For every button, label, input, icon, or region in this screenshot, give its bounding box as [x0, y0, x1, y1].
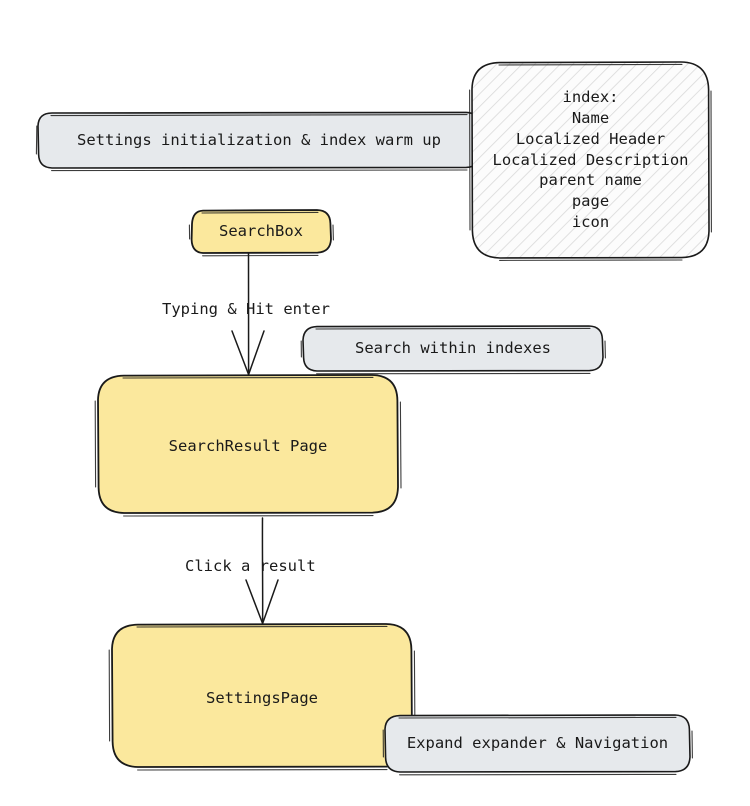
- node-settings-page[interactable]: SettingsPage: [108, 623, 416, 772]
- note-label: Search within indexes: [355, 339, 551, 358]
- node-label: SettingsPage: [206, 688, 318, 707]
- note-search-within-indexes: Search within indexes: [300, 325, 606, 375]
- edge-label-click-a-result: Click a result: [185, 557, 316, 575]
- note-settings-initialization: Settings initialization & index warm up: [35, 111, 483, 172]
- note-expand-expander-navigation: Expand expander & Navigation: [382, 714, 693, 776]
- note-index-label: index: Name Localized Header Localized D…: [492, 87, 689, 232]
- note-label: Settings initialization & index warm up: [77, 130, 441, 149]
- note-label: Expand expander & Navigation: [406, 734, 669, 753]
- node-searchbox[interactable]: SearchBox: [188, 209, 334, 257]
- node-label: SearchResult Page: [168, 437, 328, 456]
- node-searchresult-page[interactable]: SearchResult Page: [94, 374, 402, 518]
- edge-label-typing-hit-enter: Typing & Hit enter: [162, 300, 330, 318]
- note-index-fields: index: Name Localized Header Localized D…: [469, 61, 712, 261]
- node-label: SearchBox: [219, 222, 303, 241]
